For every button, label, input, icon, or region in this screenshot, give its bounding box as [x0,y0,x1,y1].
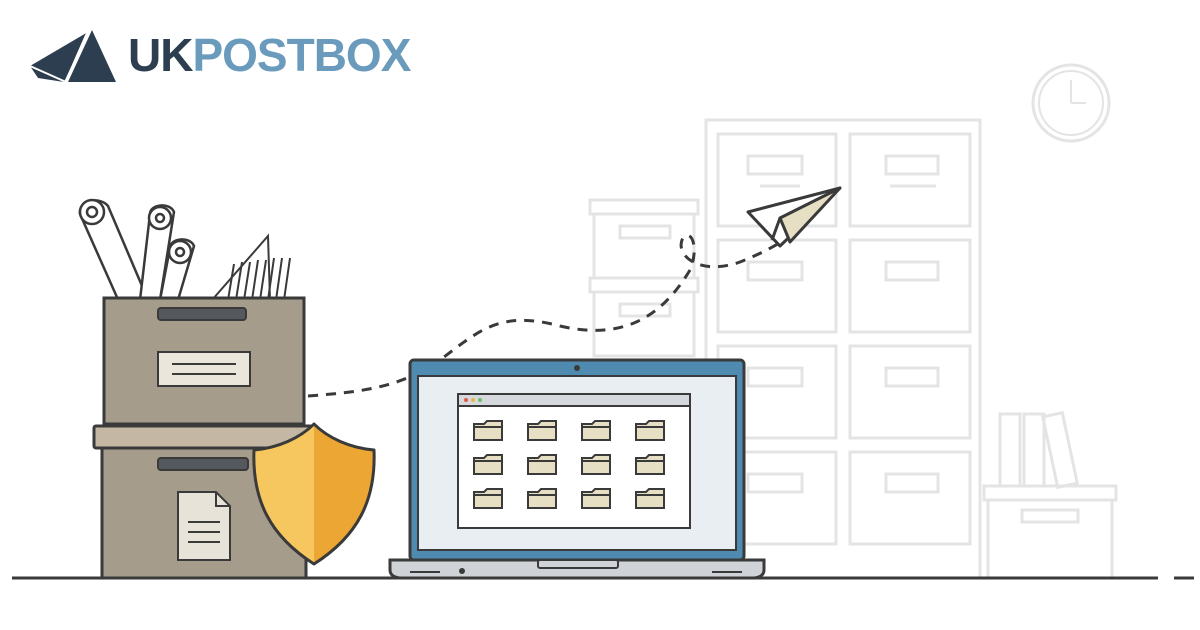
folder-icon [581,454,611,475]
folder-icon [527,488,557,509]
brand-name-uk: UK [128,29,193,81]
document-icon [177,491,231,561]
folder-icon [473,420,503,441]
brand-logo: UK POSTBOX [28,26,411,84]
folder-icon [473,454,503,475]
laptop-icon [388,358,766,580]
paper-plane-icon [746,186,842,248]
shield-icon [252,422,376,566]
folder-icon [635,488,665,509]
folder-icon [635,420,665,441]
brand-name-postbox: POSTBOX [192,29,411,81]
folder-icon [527,420,557,441]
folder-icon [527,454,557,475]
brand-wordmark: UK POSTBOX [128,29,411,81]
folder-grid [473,420,665,509]
folder-icon [635,454,665,475]
folder-icon [473,488,503,509]
folder-icon [581,420,611,441]
folder-icon [581,488,611,509]
triangle-mark-icon [29,30,116,83]
